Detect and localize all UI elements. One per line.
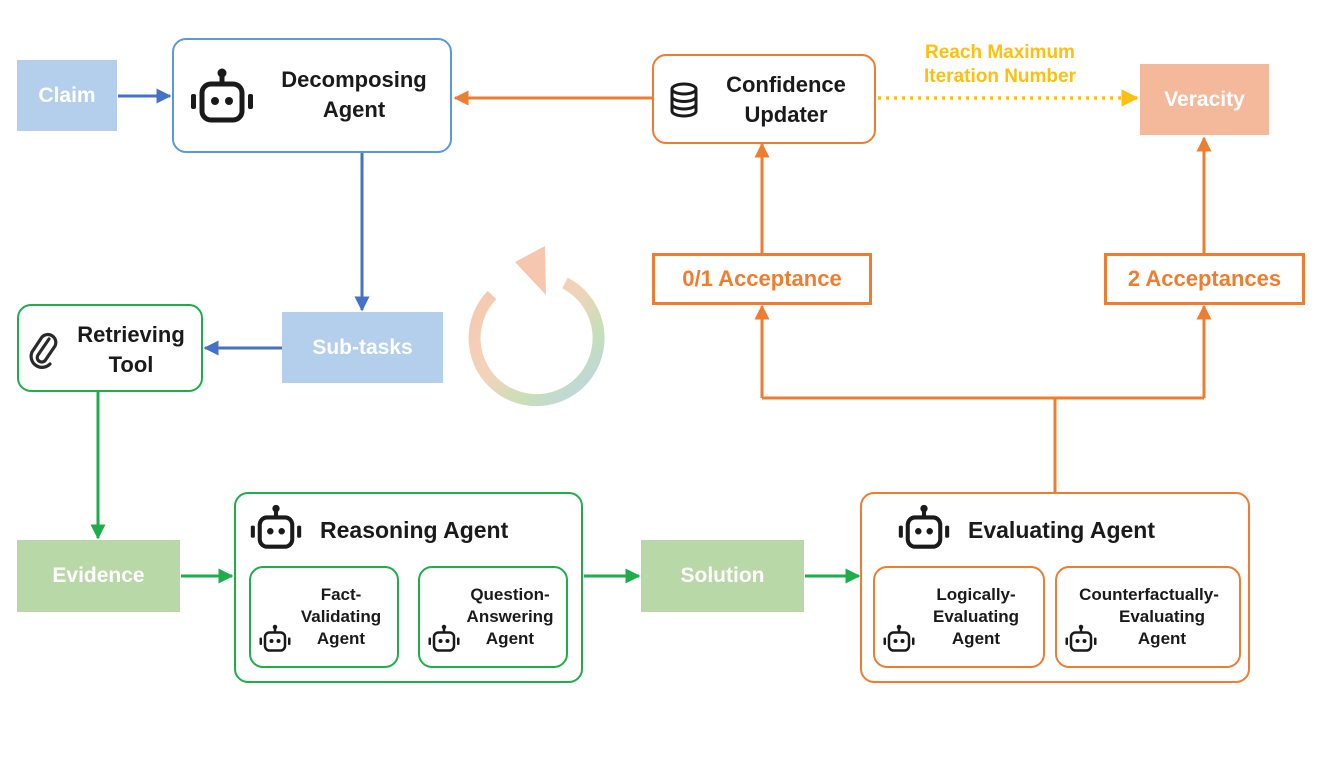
robot-icon	[1065, 624, 1097, 652]
counterfactually-evaluating-agent-title: Counterfactually- Evaluating Agent	[1063, 584, 1235, 650]
claim-label: Claim	[38, 83, 96, 107]
logically-evaluating-agent-box: Logically- Evaluating Agent	[873, 566, 1045, 668]
subtasks-label: Sub-tasks	[312, 335, 413, 359]
retrieving-tool-title: Retrieving Tool	[61, 320, 201, 380]
database-icon	[670, 82, 698, 118]
confidence-updater-title: Confidence Updater	[706, 70, 866, 130]
robot-icon	[883, 624, 915, 652]
retrieving-tool-box: Retrieving Tool	[17, 304, 203, 392]
robot-icon	[428, 624, 460, 652]
confidence-updater-box: Confidence Updater	[652, 54, 876, 144]
evidence-box: Evidence	[17, 540, 180, 612]
fact-validating-line1: Fact-	[320, 585, 362, 604]
question-answering-line3: Agent	[485, 629, 535, 648]
robot-icon	[898, 504, 950, 549]
reach-max-line1: Reach Maximum	[925, 42, 1075, 63]
counterfactually-evaluating-agent-box: Counterfactually- Evaluating Agent	[1055, 566, 1241, 668]
subtasks-box: Sub-tasks	[282, 312, 443, 383]
logically-evaluating-line2: Evaluating	[933, 607, 1019, 626]
logically-evaluating-agent-title: Logically- Evaluating Agent	[913, 584, 1039, 650]
veracity-label: Veracity	[1164, 87, 1245, 111]
counterfactually-evaluating-line2: Evaluating	[1119, 607, 1205, 626]
acceptance-2-box: 2 Acceptances	[1104, 253, 1305, 305]
fact-validating-agent-title: Fact- Validating Agent	[289, 584, 393, 650]
acceptance-01-label: 0/1 Acceptance	[682, 266, 842, 291]
confidence-updater-title-line2: Updater	[744, 102, 828, 127]
acceptance-01-box: 0/1 Acceptance	[652, 253, 872, 305]
evaluating-agent-title: Evaluating Agent	[968, 517, 1155, 543]
logically-evaluating-line3: Agent	[951, 629, 1001, 648]
question-answering-agent-box: Question- Answering Agent	[418, 566, 568, 668]
acceptance-2-label: 2 Acceptances	[1127, 266, 1282, 291]
evidence-label: Evidence	[52, 564, 145, 587]
reach-max-iteration-label: Reach Maximum Iteration Number	[880, 41, 1120, 89]
reach-max-line2: Iteration Number	[923, 66, 1077, 87]
claim-box: Claim	[17, 60, 117, 131]
decomposing-agent-title: Decomposing Agent	[264, 65, 444, 125]
veracity-box: Veracity	[1140, 64, 1269, 135]
robot-icon	[259, 624, 291, 652]
decomposing-agent-box: Decomposing Agent	[172, 38, 452, 153]
question-answering-agent-title: Question- Answering Agent	[456, 584, 564, 650]
evaluating-agent-box: Evaluating Agent Logically- Evaluating A…	[860, 492, 1250, 683]
counterfactually-evaluating-line3: Agent	[1137, 629, 1187, 648]
cycle-arrow-icon	[468, 246, 605, 407]
reasoning-agent-box: Reasoning Agent Fact- Validating Agent	[234, 492, 583, 683]
logically-evaluating-line1: Logically-	[936, 585, 1016, 604]
solution-label: Solution	[680, 564, 765, 587]
confidence-updater-title-line1: Confidence	[726, 72, 846, 97]
question-answering-line2: Answering	[466, 607, 554, 626]
fact-validating-line3: Agent	[316, 629, 366, 648]
solution-box: Solution	[641, 540, 804, 612]
reasoning-agent-title: Reasoning Agent	[320, 517, 509, 543]
fact-validating-line2: Validating	[300, 607, 382, 626]
retrieving-tool-title-line1: Retrieving	[77, 322, 185, 347]
robot-icon	[250, 504, 302, 549]
decomposing-agent-title-line1: Decomposing	[281, 67, 427, 92]
robot-icon	[191, 68, 253, 123]
decomposing-agent-title-line2: Agent	[322, 97, 386, 122]
question-answering-line1: Question-	[470, 585, 550, 604]
retrieving-tool-title-line2: Tool	[108, 352, 154, 377]
paperclip-icon	[29, 332, 58, 369]
fact-validating-agent-box: Fact- Validating Agent	[249, 566, 399, 668]
counterfactually-evaluating-line1: Counterfactually-	[1079, 585, 1219, 604]
